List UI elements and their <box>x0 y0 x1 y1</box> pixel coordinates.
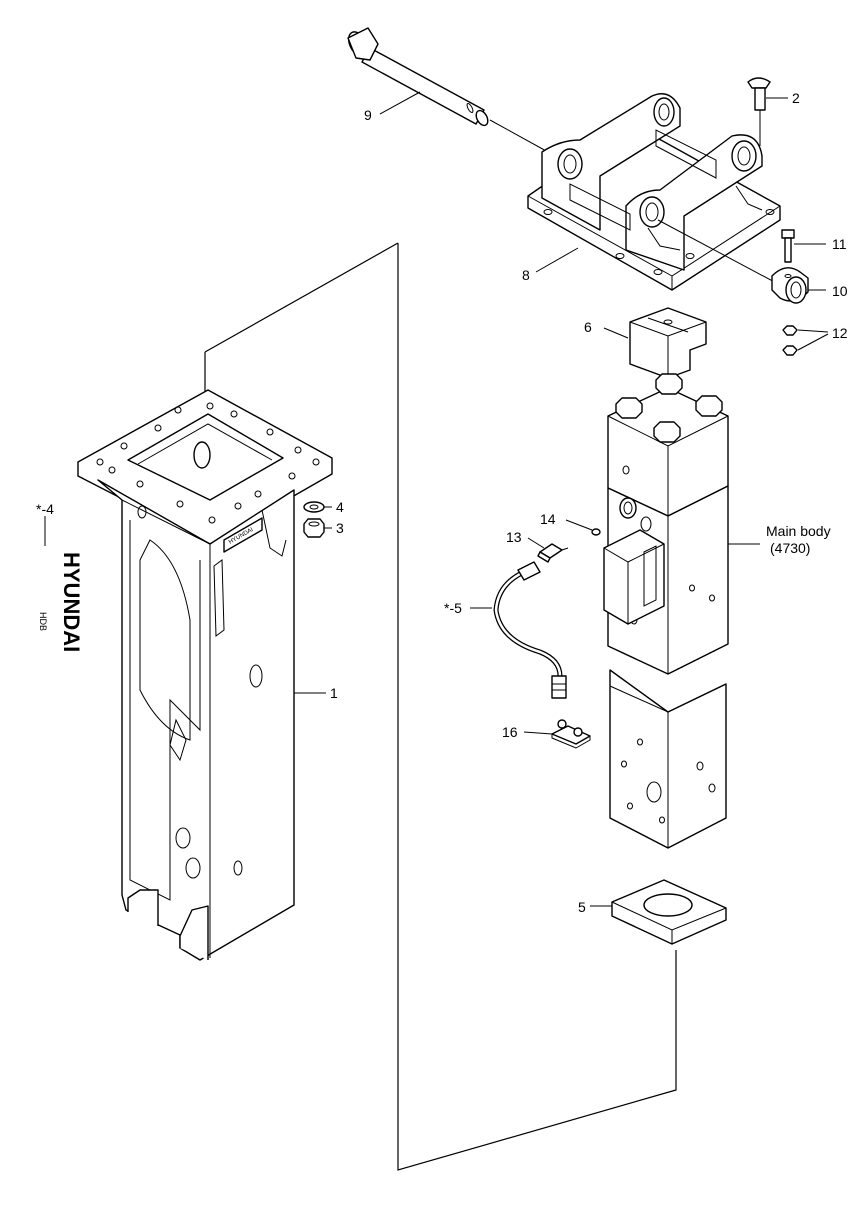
callout-5: 5 <box>578 899 586 915</box>
cushion-part-6 <box>629 307 707 379</box>
callout-4s: *-4 <box>36 501 54 517</box>
callout-12: 12 <box>832 325 848 341</box>
hose-part-5s <box>493 561 567 699</box>
collar-part-10 <box>771 267 809 304</box>
callout-6: 6 <box>584 319 592 335</box>
bracket-part-8 <box>527 93 781 291</box>
washer-part-4 <box>303 501 325 513</box>
main-body-cylinder <box>603 373 729 849</box>
callout-1: 1 <box>330 685 338 701</box>
callout-2: 2 <box>792 90 800 106</box>
nut-part-12 <box>782 325 798 356</box>
main-body-label: Main body <box>766 523 831 539</box>
main-body-code: (4730) <box>770 540 810 556</box>
assembly-outline-line <box>397 243 677 1171</box>
assembly-outline-top <box>204 242 399 353</box>
decal-subtext: HDB <box>38 612 48 631</box>
callout-13: 13 <box>506 529 522 545</box>
callout-3: 3 <box>336 520 344 536</box>
nut-part-3 <box>303 518 325 538</box>
housing-part-1: HYUNDAI <box>77 389 333 961</box>
callout-11: 11 <box>832 236 847 252</box>
callout-9: 9 <box>364 107 372 123</box>
callout-5s: *-5 <box>444 600 462 616</box>
thrust-plate-part-5 <box>611 879 727 945</box>
plate-part-16 <box>551 719 591 749</box>
callout-8: 8 <box>522 267 530 283</box>
pin-part-9 <box>347 27 489 127</box>
decal-text: HYUNDAI <box>59 552 84 652</box>
fitting-part-13 <box>537 543 569 563</box>
decal-part-4s: HYUNDAI HDB <box>38 516 84 652</box>
o-ring-part-14 <box>591 528 601 536</box>
callout-16: 16 <box>502 724 518 740</box>
bolt-part-2 <box>747 77 771 111</box>
callout-10: 10 <box>832 283 848 299</box>
bolt-part-11 <box>781 229 795 263</box>
callout-14: 14 <box>540 511 556 527</box>
callout-4: 4 <box>336 499 344 515</box>
nameplate <box>223 517 263 553</box>
